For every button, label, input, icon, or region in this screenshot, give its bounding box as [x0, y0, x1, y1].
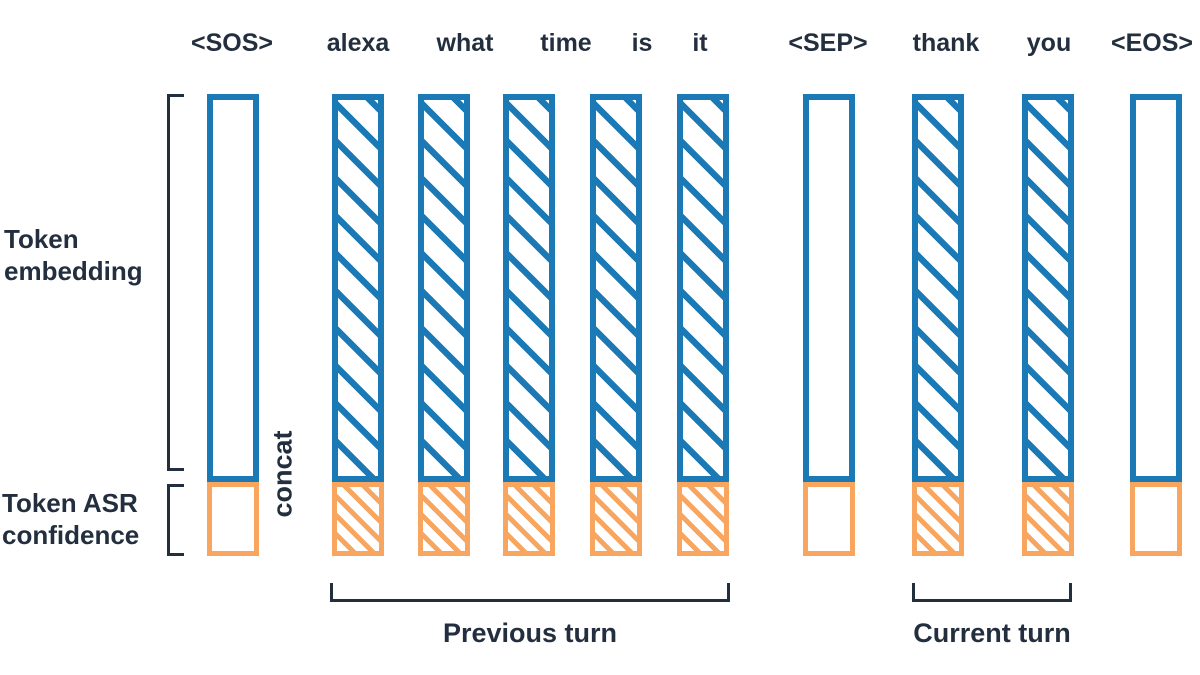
token-embedding-bar	[677, 94, 729, 482]
token-asr-confidence-bar	[803, 482, 855, 556]
token-embedding-bar	[1130, 94, 1182, 482]
token-embedding-bracket	[167, 94, 184, 471]
token-label: you	[1026, 29, 1072, 57]
token-asr-confidence-bracket	[167, 484, 184, 556]
token-embedding-bar	[418, 94, 470, 482]
token-embedding-bar	[590, 94, 642, 482]
concat-label: concat	[267, 430, 298, 518]
token-embedding-bar	[912, 94, 964, 482]
token-asr-confidence-bar	[590, 482, 642, 556]
token-label: <SEP>	[788, 29, 868, 57]
token-asr-confidence-bar	[503, 482, 555, 556]
token-asr-confidence-bar	[332, 482, 384, 556]
token-embedding-bar	[332, 94, 384, 482]
token-asr-confidence-bar	[1022, 482, 1074, 556]
previous-turn-label: Previous turn	[442, 618, 618, 648]
token-label: thank	[912, 29, 980, 57]
token-label: time	[540, 29, 592, 57]
token-asr-confidence-bar	[1130, 482, 1182, 556]
token-embedding-bar	[207, 94, 259, 482]
token-asr-confidence-bar	[207, 482, 259, 556]
token-label: is	[631, 29, 653, 57]
previous-turn-bracket	[330, 583, 730, 602]
token-asr-confidence-bar	[677, 482, 729, 556]
current-turn-label: Current turn	[913, 618, 1071, 648]
token-label: <SOS>	[191, 29, 273, 57]
token-label: alexa	[326, 29, 390, 57]
token-embedding-bar	[503, 94, 555, 482]
token-asr-confidence-bar	[418, 482, 470, 556]
token-asr-confidence-bar	[912, 482, 964, 556]
token-label: it	[692, 29, 708, 57]
token-embedding-bar	[1022, 94, 1074, 482]
token-asr-confidence-row-label: Token ASR confidence	[2, 488, 140, 550]
token-label: what	[436, 29, 494, 57]
current-turn-bracket	[912, 583, 1072, 602]
token-label: <EOS>	[1111, 29, 1193, 57]
token-embedding-bar	[803, 94, 855, 482]
token-embedding-row-label: Token embedding	[4, 224, 143, 286]
